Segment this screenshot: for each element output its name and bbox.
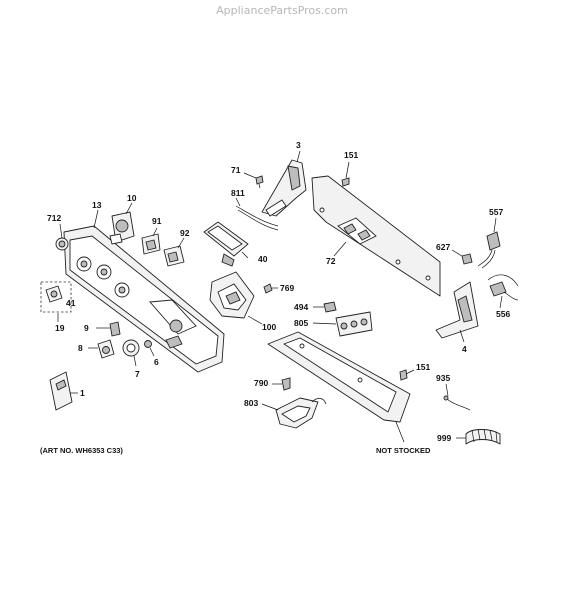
part-100-module[interactable] bbox=[209, 271, 255, 319]
part-712-knob[interactable] bbox=[55, 237, 69, 251]
callout-151-lower: 151 bbox=[416, 362, 430, 372]
part-13-console[interactable] bbox=[63, 225, 225, 373]
part-7-dial[interactable] bbox=[122, 339, 140, 357]
callout-71: 71 bbox=[231, 165, 241, 175]
callout-790: 790 bbox=[254, 378, 268, 388]
callout-10: 10 bbox=[127, 193, 137, 203]
part-41-assembly[interactable] bbox=[40, 281, 72, 313]
part-769-fastener[interactable] bbox=[263, 283, 273, 294]
part-935-wire[interactable] bbox=[443, 395, 471, 411]
part-790-screw[interactable] bbox=[281, 377, 291, 391]
part-494-clip[interactable] bbox=[323, 301, 337, 313]
callout-151-top: 151 bbox=[344, 150, 358, 160]
callout-627: 627 bbox=[436, 242, 450, 252]
part-40-board[interactable] bbox=[203, 221, 249, 267]
part-8-knob[interactable] bbox=[97, 339, 115, 359]
part-10-timer[interactable] bbox=[109, 211, 135, 245]
part-72-backsplash[interactable] bbox=[311, 175, 441, 297]
part-556-harness[interactable] bbox=[487, 274, 519, 301]
callout-805: 805 bbox=[294, 318, 308, 328]
callout-40: 40 bbox=[258, 254, 268, 264]
callout-556: 556 bbox=[496, 309, 510, 319]
callout-3: 3 bbox=[296, 140, 301, 150]
callout-72: 72 bbox=[326, 256, 336, 266]
part-91-switch[interactable] bbox=[141, 233, 161, 255]
callout-13: 13 bbox=[92, 200, 102, 210]
part-71-screw[interactable] bbox=[255, 175, 264, 189]
callout-91: 91 bbox=[152, 216, 162, 226]
part-151-clip-lower[interactable] bbox=[399, 369, 408, 381]
part-557-switch[interactable] bbox=[477, 231, 501, 269]
callout-19: 19 bbox=[55, 323, 65, 333]
part-9-clip[interactable] bbox=[109, 321, 121, 337]
callout-769: 769 bbox=[280, 283, 294, 293]
callout-557: 557 bbox=[489, 207, 503, 217]
callout-8: 8 bbox=[78, 343, 83, 353]
part-not-stocked-base-panel[interactable] bbox=[267, 331, 411, 423]
callout-999: 999 bbox=[437, 433, 451, 443]
part-803-bracket[interactable] bbox=[275, 397, 327, 429]
callout-92: 92 bbox=[180, 228, 190, 238]
part-3-end-cap[interactable] bbox=[261, 159, 307, 217]
watermark-text: AppliancePartsPros.com bbox=[216, 4, 348, 17]
part-151-clip-top[interactable] bbox=[341, 177, 350, 187]
callout-6: 6 bbox=[154, 357, 159, 367]
note-not-stocked: NOT STOCKED bbox=[376, 446, 431, 455]
callout-1: 1 bbox=[80, 388, 85, 398]
callout-4: 4 bbox=[462, 344, 467, 354]
callout-811: 811 bbox=[231, 188, 245, 198]
part-6-clip[interactable] bbox=[144, 340, 152, 348]
callout-9: 9 bbox=[84, 323, 89, 333]
callout-803: 803 bbox=[244, 398, 258, 408]
part-1-manual[interactable] bbox=[49, 371, 73, 411]
part-92-switch[interactable] bbox=[163, 245, 185, 267]
part-4-end-cap[interactable] bbox=[435, 281, 479, 339]
callout-494: 494 bbox=[294, 302, 308, 312]
note-art-number: (ART NO. WH6353 C33) bbox=[40, 446, 123, 455]
callout-935: 935 bbox=[436, 373, 450, 383]
part-811-harness[interactable] bbox=[235, 205, 279, 231]
callout-7: 7 bbox=[135, 369, 140, 379]
callout-712: 712 bbox=[47, 213, 61, 223]
callout-100: 100 bbox=[262, 322, 276, 332]
part-999-clamp[interactable] bbox=[465, 428, 501, 445]
part-805-valve[interactable] bbox=[335, 311, 373, 337]
callout-41: 41 bbox=[66, 298, 76, 308]
part-627-plug[interactable] bbox=[461, 253, 473, 265]
